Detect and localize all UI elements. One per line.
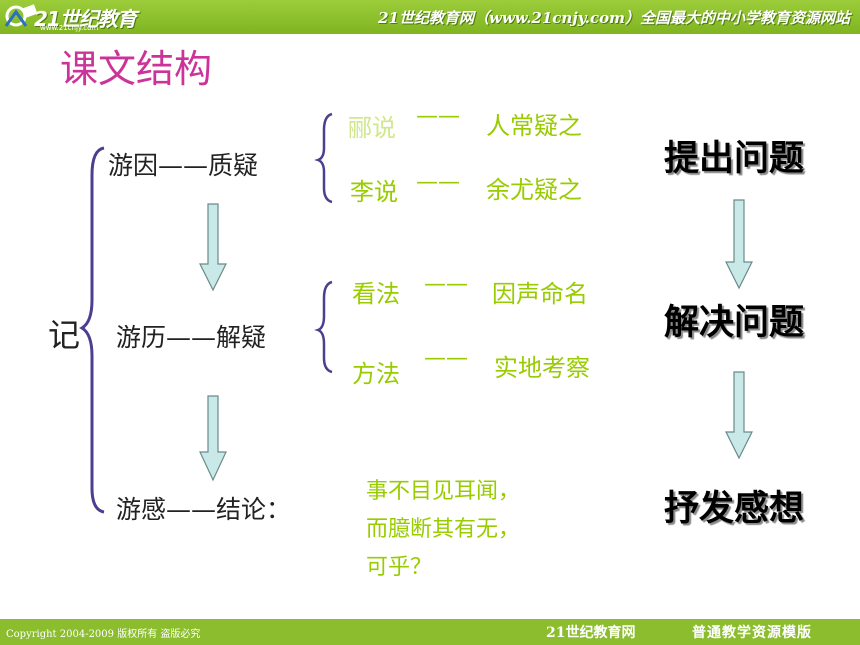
detail-2-1-dash: —— [424, 272, 468, 297]
node-1: 游因——质疑 [108, 151, 259, 180]
stage-3: 抒发感想 [664, 488, 805, 529]
node-2: 游历——解疑 [116, 323, 267, 352]
detail-1-2-label: 李说 [350, 178, 398, 206]
down-arrow-left-1 [199, 203, 227, 292]
footer-template: 普通教学资源模版 [692, 625, 812, 641]
detail-2-2-label: 方法 [352, 360, 400, 388]
logo-url: www.21cnjy.com [40, 24, 99, 32]
detail-2-1-label: 看法 [352, 280, 400, 308]
detail-1-1-label: 郦说 [348, 114, 396, 142]
logo-text: 21世纪教育 [34, 7, 137, 31]
down-arrow-left-2 [199, 395, 227, 482]
detail-1-2-dash: —— [416, 170, 460, 195]
root-brace [79, 146, 105, 514]
detail-1-1-dash: —— [416, 104, 460, 129]
detail-2-2-text: 实地考察 [494, 354, 590, 382]
brace-1 [314, 112, 333, 204]
conclusion-line-1: 事不目见耳闻， [366, 479, 521, 504]
footer-site: 21世纪教育网 [546, 625, 636, 641]
node-3: 游感——结论： [116, 495, 292, 524]
stage-1: 提出问题 [664, 138, 805, 179]
slide-title: 课文结构 [60, 47, 213, 91]
down-arrow-right-1 [725, 199, 753, 290]
logo-icon [4, 4, 38, 27]
detail-1-1-text: 人常疑之 [486, 112, 582, 140]
footer-copyright: Copyright 2004-2009 版权所有 盗版必究 [6, 629, 201, 640]
detail-2-1-text: 因声命名 [492, 280, 588, 308]
stage-2: 解决问题 [664, 302, 805, 343]
down-arrow-right-2 [725, 371, 753, 460]
detail-2-2-dash: —— [424, 346, 468, 371]
footer-bar [0, 619, 860, 645]
conclusion-line-2: 而臆断其有无， [366, 517, 521, 542]
detail-1-2-text: 余尤疑之 [486, 176, 582, 204]
brace-2 [314, 280, 333, 374]
root-label: 记 [48, 316, 81, 354]
header-bar [0, 0, 860, 34]
header-slogan: 21世纪教育网（www.21cnjy.com）全国最大的中小学教育资源网站 [378, 9, 850, 27]
conclusion-line-3: 可乎？ [366, 555, 433, 580]
